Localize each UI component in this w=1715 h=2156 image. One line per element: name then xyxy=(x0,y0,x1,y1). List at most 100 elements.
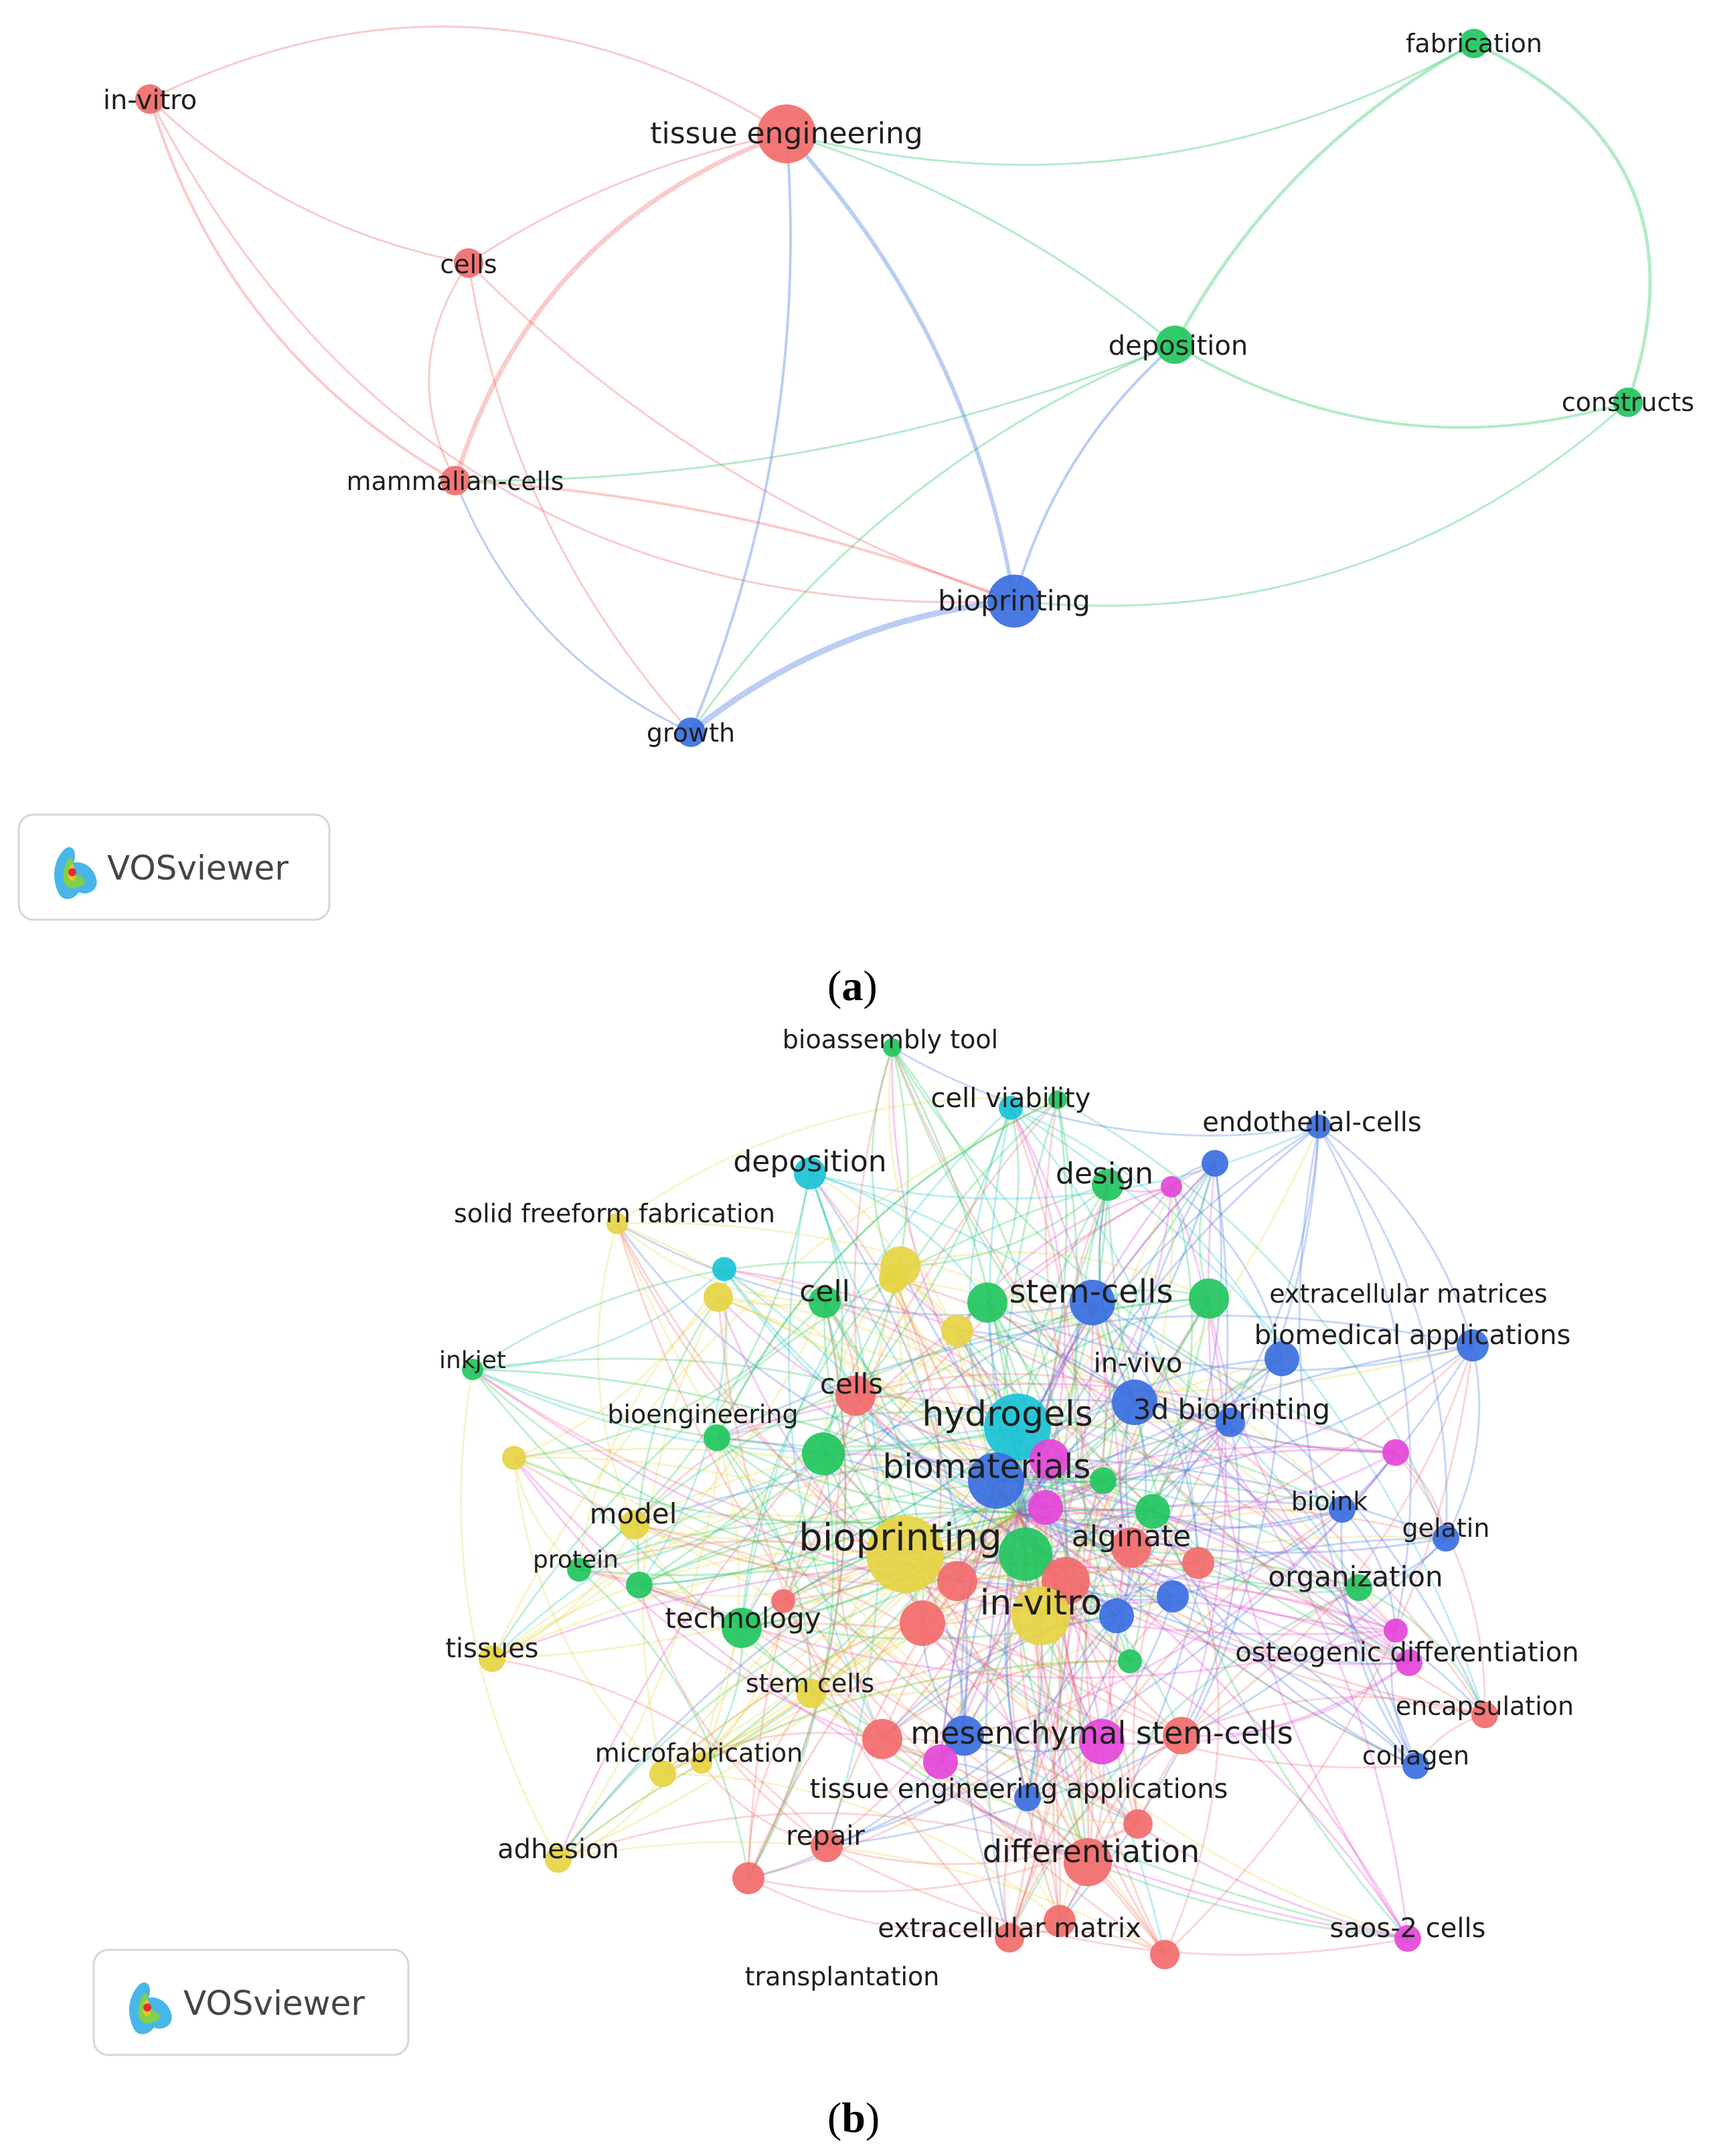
link-b-18-61 xyxy=(939,1357,1283,1762)
label-in-vitro: in-vitro xyxy=(103,85,197,116)
node-b-34 xyxy=(1329,1496,1356,1523)
link-tissue-engineering-growth xyxy=(689,133,792,733)
label-tissue-engineering-applications: tissue engineering applications xyxy=(810,1774,1228,1805)
link-cells-growth xyxy=(467,262,692,734)
link-in-vitro-bioprinting xyxy=(149,98,1015,604)
link-b-35-72 xyxy=(634,1523,1061,1922)
label-in-vivo: in-vivo xyxy=(1094,1348,1183,1379)
node-b-74 xyxy=(1150,1940,1179,1969)
link-in-vitro-tissue-engineering xyxy=(149,25,787,135)
node-b-27 xyxy=(802,1432,845,1475)
link-b-53-13 xyxy=(491,1301,826,1660)
label-mammalian-cells: mammalian-cells xyxy=(346,467,564,496)
node-b-24 xyxy=(1216,1408,1245,1437)
link-b-75-26 xyxy=(513,1457,1408,1940)
link-b-48-65 xyxy=(922,1622,1416,1769)
link-b-29-8 xyxy=(616,1223,997,1482)
link-b-54-9 xyxy=(724,1268,1397,1632)
link-b-hub-53 xyxy=(491,1511,1018,1660)
node-b-31 xyxy=(1028,1490,1063,1525)
link-b-0-11 xyxy=(871,1047,895,1279)
link-b-hub-62 xyxy=(1017,1511,1485,1716)
link-b-41-70 xyxy=(578,1568,750,1879)
node-b-23 xyxy=(984,1394,1051,1461)
link-b-43-30 xyxy=(956,1479,1104,1582)
link-b-44-15 xyxy=(1064,1302,1107,1582)
node-in-vitro xyxy=(135,84,165,114)
link-b-31-22 xyxy=(854,1395,1046,1509)
link-b-65-43 xyxy=(957,1580,1416,1767)
node-constructs xyxy=(1613,388,1643,417)
link-b-59-55 xyxy=(1101,1661,1410,1745)
link-b-53-24 xyxy=(491,1420,1231,1660)
node-b-18 xyxy=(1264,1341,1299,1376)
node-b-7 xyxy=(1161,1176,1182,1197)
label-endothelial-cells: endothelial-cells xyxy=(1202,1107,1421,1138)
link-b-14-1 xyxy=(986,1107,1020,1303)
label-bioink: bioink xyxy=(1291,1487,1368,1516)
node-b-41 xyxy=(567,1558,591,1582)
node-b-51 xyxy=(722,1608,762,1648)
link-b-hub-25 xyxy=(716,1436,1018,1514)
link-b-hub-55 xyxy=(1017,1511,1410,1664)
node-b-64 xyxy=(691,1752,712,1774)
link-b-6-10 xyxy=(900,1183,1109,1268)
node-b-71 xyxy=(545,1846,572,1873)
node-b-43 xyxy=(937,1561,977,1601)
link-b-2-36 xyxy=(1057,1098,1447,1539)
link-b-46-62 xyxy=(1358,1586,1486,1716)
node-b-17 xyxy=(941,1315,973,1347)
label-extracellular-matrices: extracellular matrices xyxy=(1269,1279,1547,1309)
link-b-50-3 xyxy=(1115,1126,1320,1617)
node-b-53 xyxy=(479,1645,505,1672)
link-b-72-59 xyxy=(1058,1741,1105,1922)
link-b-hub-46 xyxy=(1017,1511,1360,1589)
link-b-0-22 xyxy=(854,1047,909,1396)
link-b-29-19 xyxy=(995,1344,1473,1484)
link-b-45-55 xyxy=(1172,1595,1410,1665)
link-b-3-54 xyxy=(1317,1126,1412,1631)
link-b-27-70 xyxy=(747,1453,835,1879)
node-b-55 xyxy=(1396,1649,1422,1676)
node-b-2 xyxy=(1048,1090,1067,1109)
node-b-49 xyxy=(1011,1586,1070,1645)
link-b-3-65 xyxy=(1298,1126,1417,1766)
label-technology: technology xyxy=(665,1602,821,1635)
link-b-51-21 xyxy=(741,1402,1136,1629)
link-b-45-33 xyxy=(1172,1452,1397,1598)
label-cell: cell xyxy=(799,1274,850,1309)
link-b-22-57 xyxy=(835,1395,884,1740)
link-b-71-52 xyxy=(558,1660,1131,1861)
link-b-8-13 xyxy=(617,1222,825,1303)
link-b-64-25 xyxy=(700,1437,740,1764)
link-b-52-71 xyxy=(558,1660,1131,1861)
link-b-56-67 xyxy=(811,1692,1139,1825)
node-b-29 xyxy=(968,1453,1024,1509)
link-in-vitro-mammalian-cells xyxy=(149,98,456,482)
node-b-72 xyxy=(1044,1905,1076,1937)
node-b-33 xyxy=(1382,1439,1409,1466)
link-b-50-57 xyxy=(881,1614,1117,1740)
label-protein: protein xyxy=(533,1546,619,1574)
link-b-64-14 xyxy=(700,1301,988,1764)
link-b-hub-64 xyxy=(700,1511,1018,1764)
link-b-30-26 xyxy=(513,1457,1104,1524)
link-b-11-12 xyxy=(718,1277,894,1307)
node-b-69 xyxy=(1064,1838,1112,1886)
link-b-12-30 xyxy=(718,1296,1105,1482)
link-b-22-46 xyxy=(855,1394,1360,1589)
label-deposition: deposition xyxy=(733,1145,886,1179)
link-b-22-24 xyxy=(855,1373,1231,1424)
node-bioprinting xyxy=(987,574,1041,628)
caption-b-letter: b xyxy=(841,2094,866,2141)
link-b-49-72 xyxy=(1040,1615,1080,1922)
node-b-19 xyxy=(1457,1329,1489,1361)
link-b-23-42 xyxy=(639,1426,1019,1586)
node-b-66 xyxy=(1014,1785,1041,1811)
link-b-5-68 xyxy=(809,1173,880,1847)
link-b-66-50 xyxy=(1026,1614,1118,1799)
link-b-66-39 xyxy=(1026,1547,1133,1799)
caption-b: (b) xyxy=(827,2094,880,2141)
link-b-33-47 xyxy=(783,1445,1396,1602)
